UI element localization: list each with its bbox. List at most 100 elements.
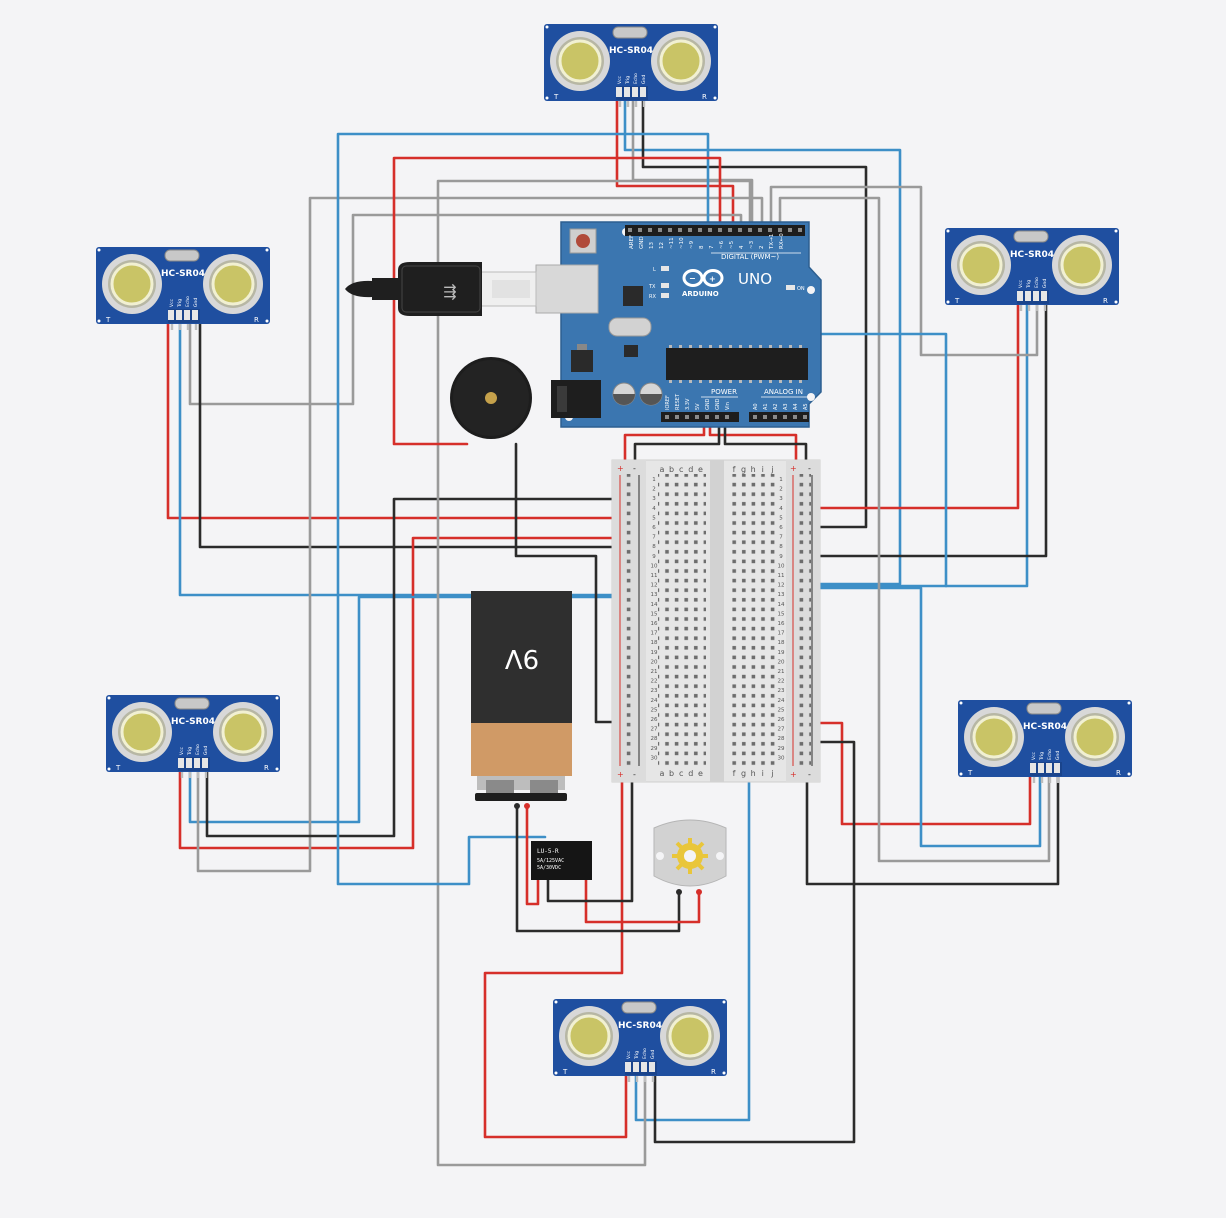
arduino-model-text: UNO <box>738 270 772 288</box>
sensor-receiver-mark: R <box>1103 297 1108 305</box>
wire-rt-echo[interactable] <box>769 185 1039 357</box>
wire-battery-neg[interactable] <box>515 804 681 933</box>
sensor-title: HC-SR04 <box>1023 722 1067 732</box>
sensor-pin-label: Trig <box>625 76 631 85</box>
wire-gnd-rail-2[interactable] <box>723 413 808 472</box>
wire-bot-gnd[interactable] <box>653 740 856 1144</box>
wire-rt-gnd[interactable] <box>803 300 1048 558</box>
breadboard-row-label: 2 <box>652 487 656 493</box>
relay[interactable]: LU-5-R 5A/125VAC 5A/30VDC <box>531 841 592 880</box>
breadboard-column-label: a <box>660 465 665 474</box>
arduino-digital-pin-label: ~6 <box>719 240 725 249</box>
sensor-pin-label: Gnd <box>1055 751 1061 760</box>
breadboard-row-label: 30 <box>778 755 785 761</box>
piezo-buzzer[interactable] <box>450 357 532 439</box>
sensor-transmitter-mark: T <box>967 769 973 777</box>
breadboard-row-label: 8 <box>652 544 656 550</box>
wire-rb-trig[interactable] <box>733 586 1042 848</box>
arduino-power-pin-label: GND <box>715 398 721 410</box>
relay-rating-dc: 5A/30VDC <box>537 865 561 871</box>
wire-top-gnd[interactable] <box>641 97 868 529</box>
crystal-oscillator <box>608 317 652 337</box>
wire-battery-pos[interactable] <box>525 804 540 906</box>
wire-lb-vcc[interactable] <box>178 536 624 850</box>
breadboard-row-label: 28 <box>651 736 658 742</box>
wire-lt-echo[interactable] <box>188 213 743 406</box>
breadboard-row-label: 27 <box>778 727 785 733</box>
breadboard-row-label: 11 <box>778 573 785 579</box>
breadboard-row-label: 6 <box>779 525 783 531</box>
breadboard-column-label: a <box>660 769 665 778</box>
usb-connector[interactable]: ⇶ <box>345 262 599 316</box>
breadboard-column-label: b <box>669 769 674 778</box>
wire-rt-trig[interactable] <box>733 300 1029 588</box>
wire-top-vcc[interactable] <box>615 97 735 232</box>
wire-lb-echo[interactable] <box>196 196 764 873</box>
sensor-pin-label: Vcc <box>1031 751 1037 760</box>
breadboard-row-label: 3 <box>779 496 783 502</box>
breadboard-row-label: 5 <box>779 515 783 521</box>
arduino-analog-pin-label: A0 <box>753 403 759 410</box>
arduino-infinity-icon: − + <box>682 269 724 287</box>
analog-label: ANALOG IN <box>764 388 803 396</box>
sensor-pin-label: Trig <box>1026 280 1032 289</box>
on-led-label: ON <box>797 286 805 292</box>
rail-plus-br: + <box>790 770 797 779</box>
sensor-transmitter-mark: T <box>553 93 559 101</box>
wire-rb-vcc[interactable] <box>803 721 1032 826</box>
rail-minus-br: - <box>808 770 811 779</box>
breadboard-column-label: g <box>741 465 746 474</box>
wire-lt-gnd[interactable] <box>198 320 624 549</box>
arduino-analog-pin-label: A3 <box>783 403 789 410</box>
dc-motor[interactable] <box>653 819 727 895</box>
sensor-receiver-mark: R <box>711 1068 716 1076</box>
breadboard-row-label: 20 <box>651 659 658 665</box>
breadboard-column-label: f <box>733 769 736 778</box>
wire-buzzer-black[interactable] <box>514 442 624 724</box>
breadboard-column-label: e <box>698 769 703 778</box>
rail-minus-bl: - <box>633 770 636 779</box>
battery-9v[interactable]: 9V <box>471 591 572 809</box>
led-label-rx: RX <box>649 294 656 300</box>
breadboard-column-label: i <box>762 465 764 474</box>
wire-bot-trig[interactable] <box>634 593 751 1122</box>
wire-lt-vcc[interactable] <box>166 320 624 520</box>
arduino-digital-pin-label: 12 <box>659 242 665 249</box>
sensor-transmitter-mark: T <box>105 316 111 324</box>
breadboard-row-label: 7 <box>779 535 783 541</box>
arduino-logo-text: ARDUINO <box>682 290 719 298</box>
sensor-pin-label: Echo <box>642 1048 648 1059</box>
wire-arduino-blue[interactable] <box>336 132 710 886</box>
svg-text:−: − <box>689 274 696 283</box>
breadboard-row-label: 14 <box>778 602 785 608</box>
led-label-tx: TX <box>648 284 656 290</box>
arduino-digital-pin-label: ~10 <box>679 237 685 249</box>
wire-bot-vcc[interactable] <box>483 768 628 1139</box>
wire-lt-trig[interactable] <box>178 320 780 597</box>
wire-rt-vcc[interactable] <box>803 300 1020 510</box>
wire-relay-gnd[interactable] <box>546 768 634 903</box>
wire-rb-echo[interactable] <box>778 196 1051 863</box>
breadboard-row-label: 23 <box>651 688 658 694</box>
sensor-pin-label: Vcc <box>626 1050 632 1059</box>
wire-lb-gnd[interactable] <box>205 497 624 838</box>
wire-bot-echo[interactable] <box>436 179 752 1167</box>
led-label-l: L <box>653 267 656 273</box>
breadboard-row-label: 25 <box>651 707 658 713</box>
breadboard-row-label: 9 <box>652 554 656 560</box>
wire-buzzer-red[interactable] <box>392 156 722 446</box>
sensor-receiver-mark: R <box>264 764 269 772</box>
wire-relay-motor[interactable] <box>584 873 701 924</box>
wire-gnd-rail[interactable] <box>633 413 721 472</box>
arduino-analog-pin-label: A1 <box>763 403 769 410</box>
breadboard-row-label: 14 <box>651 602 658 608</box>
